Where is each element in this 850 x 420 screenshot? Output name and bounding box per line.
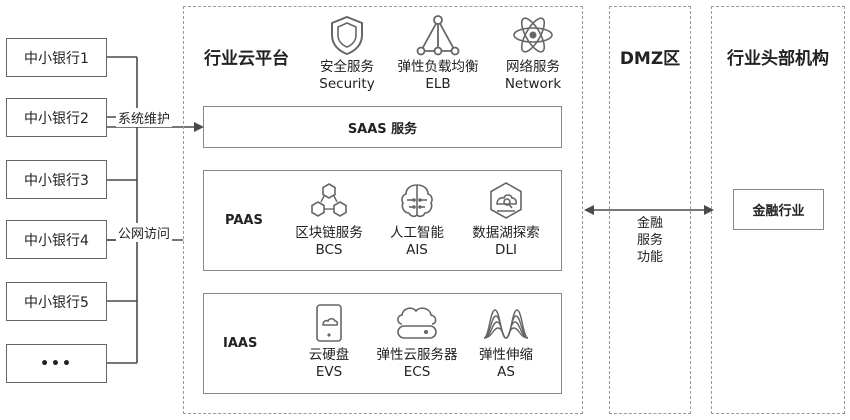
bank-label: 中小银行5 xyxy=(24,294,89,311)
service-network: 网络服务 Network xyxy=(478,14,588,93)
service-name: 网络服务 xyxy=(506,59,560,75)
cloud-platform-title: 行业云平台 xyxy=(204,49,289,69)
bank-box-more: ••• xyxy=(6,344,107,383)
bank-box-5: 中小银行5 xyxy=(6,282,107,321)
saas-label: SAAS 服务 xyxy=(347,121,418,137)
disk-icon xyxy=(274,302,384,344)
finance-industry-label: 金融行业 xyxy=(752,204,805,219)
service-bcs: 区块链服务 BCS xyxy=(274,180,384,259)
load-balancer-icon xyxy=(383,14,493,56)
iaas-layer xyxy=(203,293,562,394)
finance-service-line: 金融 xyxy=(636,216,663,231)
scaling-wave-icon xyxy=(451,302,561,344)
brain-chip-icon xyxy=(362,180,472,222)
finance-service-label: 金融 服务 功能 xyxy=(630,215,670,266)
dmz-panel xyxy=(609,6,691,414)
service-name: 弹性云服务器 xyxy=(376,347,458,363)
bank-box-2: 中小银行2 xyxy=(6,98,107,137)
bank-label: 中小银行1 xyxy=(24,50,89,67)
head-institution-title: 行业头部机构 xyxy=(727,49,829,69)
service-name: 弹性负载均衡 xyxy=(397,59,479,75)
service-name: 弹性伸缩 xyxy=(479,347,533,363)
saas-layer: SAAS 服务 xyxy=(203,106,562,148)
service-code: Network xyxy=(504,76,562,92)
service-evs: 云硬盘 EVS xyxy=(274,302,384,381)
finance-industry-box: 金融行业 xyxy=(733,189,824,230)
maintenance-label: 系统维护 xyxy=(116,108,173,127)
shield-icon xyxy=(292,14,402,56)
service-ecs: 弹性云服务器 ECS xyxy=(362,302,472,381)
service-name: 人工智能 xyxy=(390,225,444,241)
bank-label: 中小银行3 xyxy=(24,172,89,189)
bank-box-1: 中小银行1 xyxy=(6,38,107,77)
bank-box-3: 中小银行3 xyxy=(6,160,107,199)
cloud-platform-panel xyxy=(183,6,583,414)
finance-service-line: 功能 xyxy=(636,250,663,265)
service-name: 云硬盘 xyxy=(308,347,350,363)
blockchain-icon xyxy=(274,180,384,222)
service-name: 安全服务 xyxy=(320,59,374,75)
service-code: AIS xyxy=(406,242,428,258)
bank-label: 中小银行2 xyxy=(24,110,89,127)
service-code: EVS xyxy=(315,364,343,380)
service-code: ELB xyxy=(425,76,451,92)
data-lake-icon xyxy=(451,180,561,222)
service-code: Security xyxy=(319,76,375,92)
atom-network-icon xyxy=(478,14,588,56)
service-security: 安全服务 Security xyxy=(292,14,402,93)
service-code: BCS xyxy=(315,242,343,258)
service-as: 弹性伸缩 AS xyxy=(451,302,561,381)
iaas-label: IAAS xyxy=(223,336,258,351)
public-access-label: 公网访问 xyxy=(116,223,173,242)
service-ais: 人工智能 AIS xyxy=(362,180,472,259)
cloud-server-icon xyxy=(362,302,472,344)
service-code: DLI xyxy=(495,242,517,258)
finance-service-line: 服务 xyxy=(636,233,663,248)
service-code: ECS xyxy=(403,364,431,380)
dmz-title: DMZ区 xyxy=(619,49,681,69)
bank-box-4: 中小银行4 xyxy=(6,220,107,259)
paas-layer xyxy=(203,170,562,271)
bank-label: 中小银行4 xyxy=(24,232,89,249)
head-institution-panel xyxy=(711,6,845,414)
service-name: 区块链服务 xyxy=(295,225,363,241)
service-name: 数据湖探索 xyxy=(472,225,540,241)
service-dli: 数据湖探索 DLI xyxy=(451,180,561,259)
service-code: AS xyxy=(497,364,515,380)
paas-label: PAAS xyxy=(225,213,263,228)
service-elb: 弹性负载均衡 ELB xyxy=(383,14,493,93)
bank-label: ••• xyxy=(40,355,73,372)
